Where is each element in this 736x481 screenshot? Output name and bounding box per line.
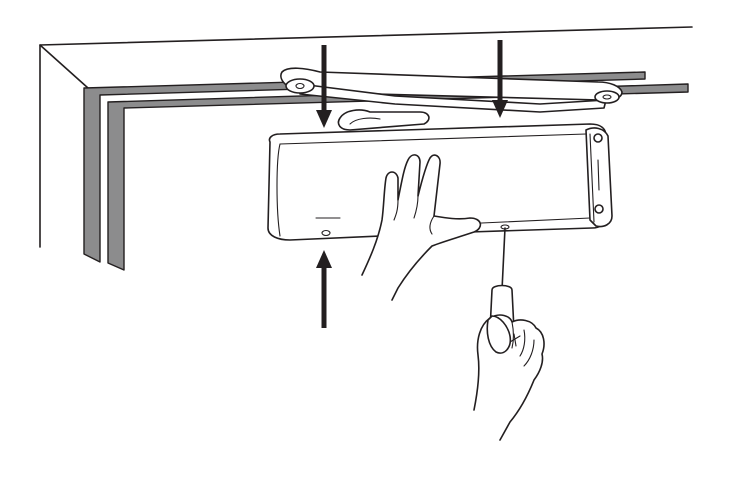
holding-thumb (486, 315, 512, 354)
frame-stop-outer (83, 71, 646, 263)
body-bottom-edge (459, 217, 591, 225)
arrow-down-icon (492, 100, 508, 118)
arm-pivot-right-hole (602, 94, 612, 100)
closer-body-top-edge (279, 133, 587, 145)
screwdriver-assembly (473, 227, 545, 441)
frame-stop-inner (107, 83, 689, 271)
arrow-down-right (492, 40, 508, 118)
closer-body-left-cap (276, 143, 281, 237)
end-cap-screw-bottom (594, 204, 604, 214)
pushing-hand-outline (361, 154, 482, 301)
holding-finger-line-1 (511, 321, 515, 349)
knuckle-mark (509, 333, 521, 347)
holding-finger-line-2 (519, 329, 526, 357)
arrow-up-icon (316, 250, 332, 268)
holding-finger-line-3 (523, 339, 535, 367)
arrow-up-bottom (316, 250, 332, 328)
finger-line-2 (413, 195, 419, 219)
screwdriver-shaft (501, 227, 506, 291)
arm-shoe (337, 109, 430, 131)
forearm (299, 83, 607, 113)
arm-pivot-right (594, 90, 620, 104)
arrow-down-left (316, 45, 332, 128)
arm-pivot-left (285, 78, 315, 94)
finger-line-1 (393, 199, 399, 221)
header-corner-line (39, 44, 89, 89)
thumb-line (429, 215, 435, 235)
closer-arm (280, 67, 623, 131)
arm-shoe-detail (349, 117, 381, 125)
door-frame (39, 26, 693, 271)
closer-end-cap-inner (589, 133, 595, 223)
hand-pushing (361, 154, 482, 301)
adjustment-valve-left (321, 229, 331, 237)
arm-pivot-left-hole (295, 82, 305, 90)
arrow-down-icon (316, 110, 332, 128)
end-cap-screw-top (593, 133, 603, 143)
end-cap-slot (597, 159, 600, 191)
